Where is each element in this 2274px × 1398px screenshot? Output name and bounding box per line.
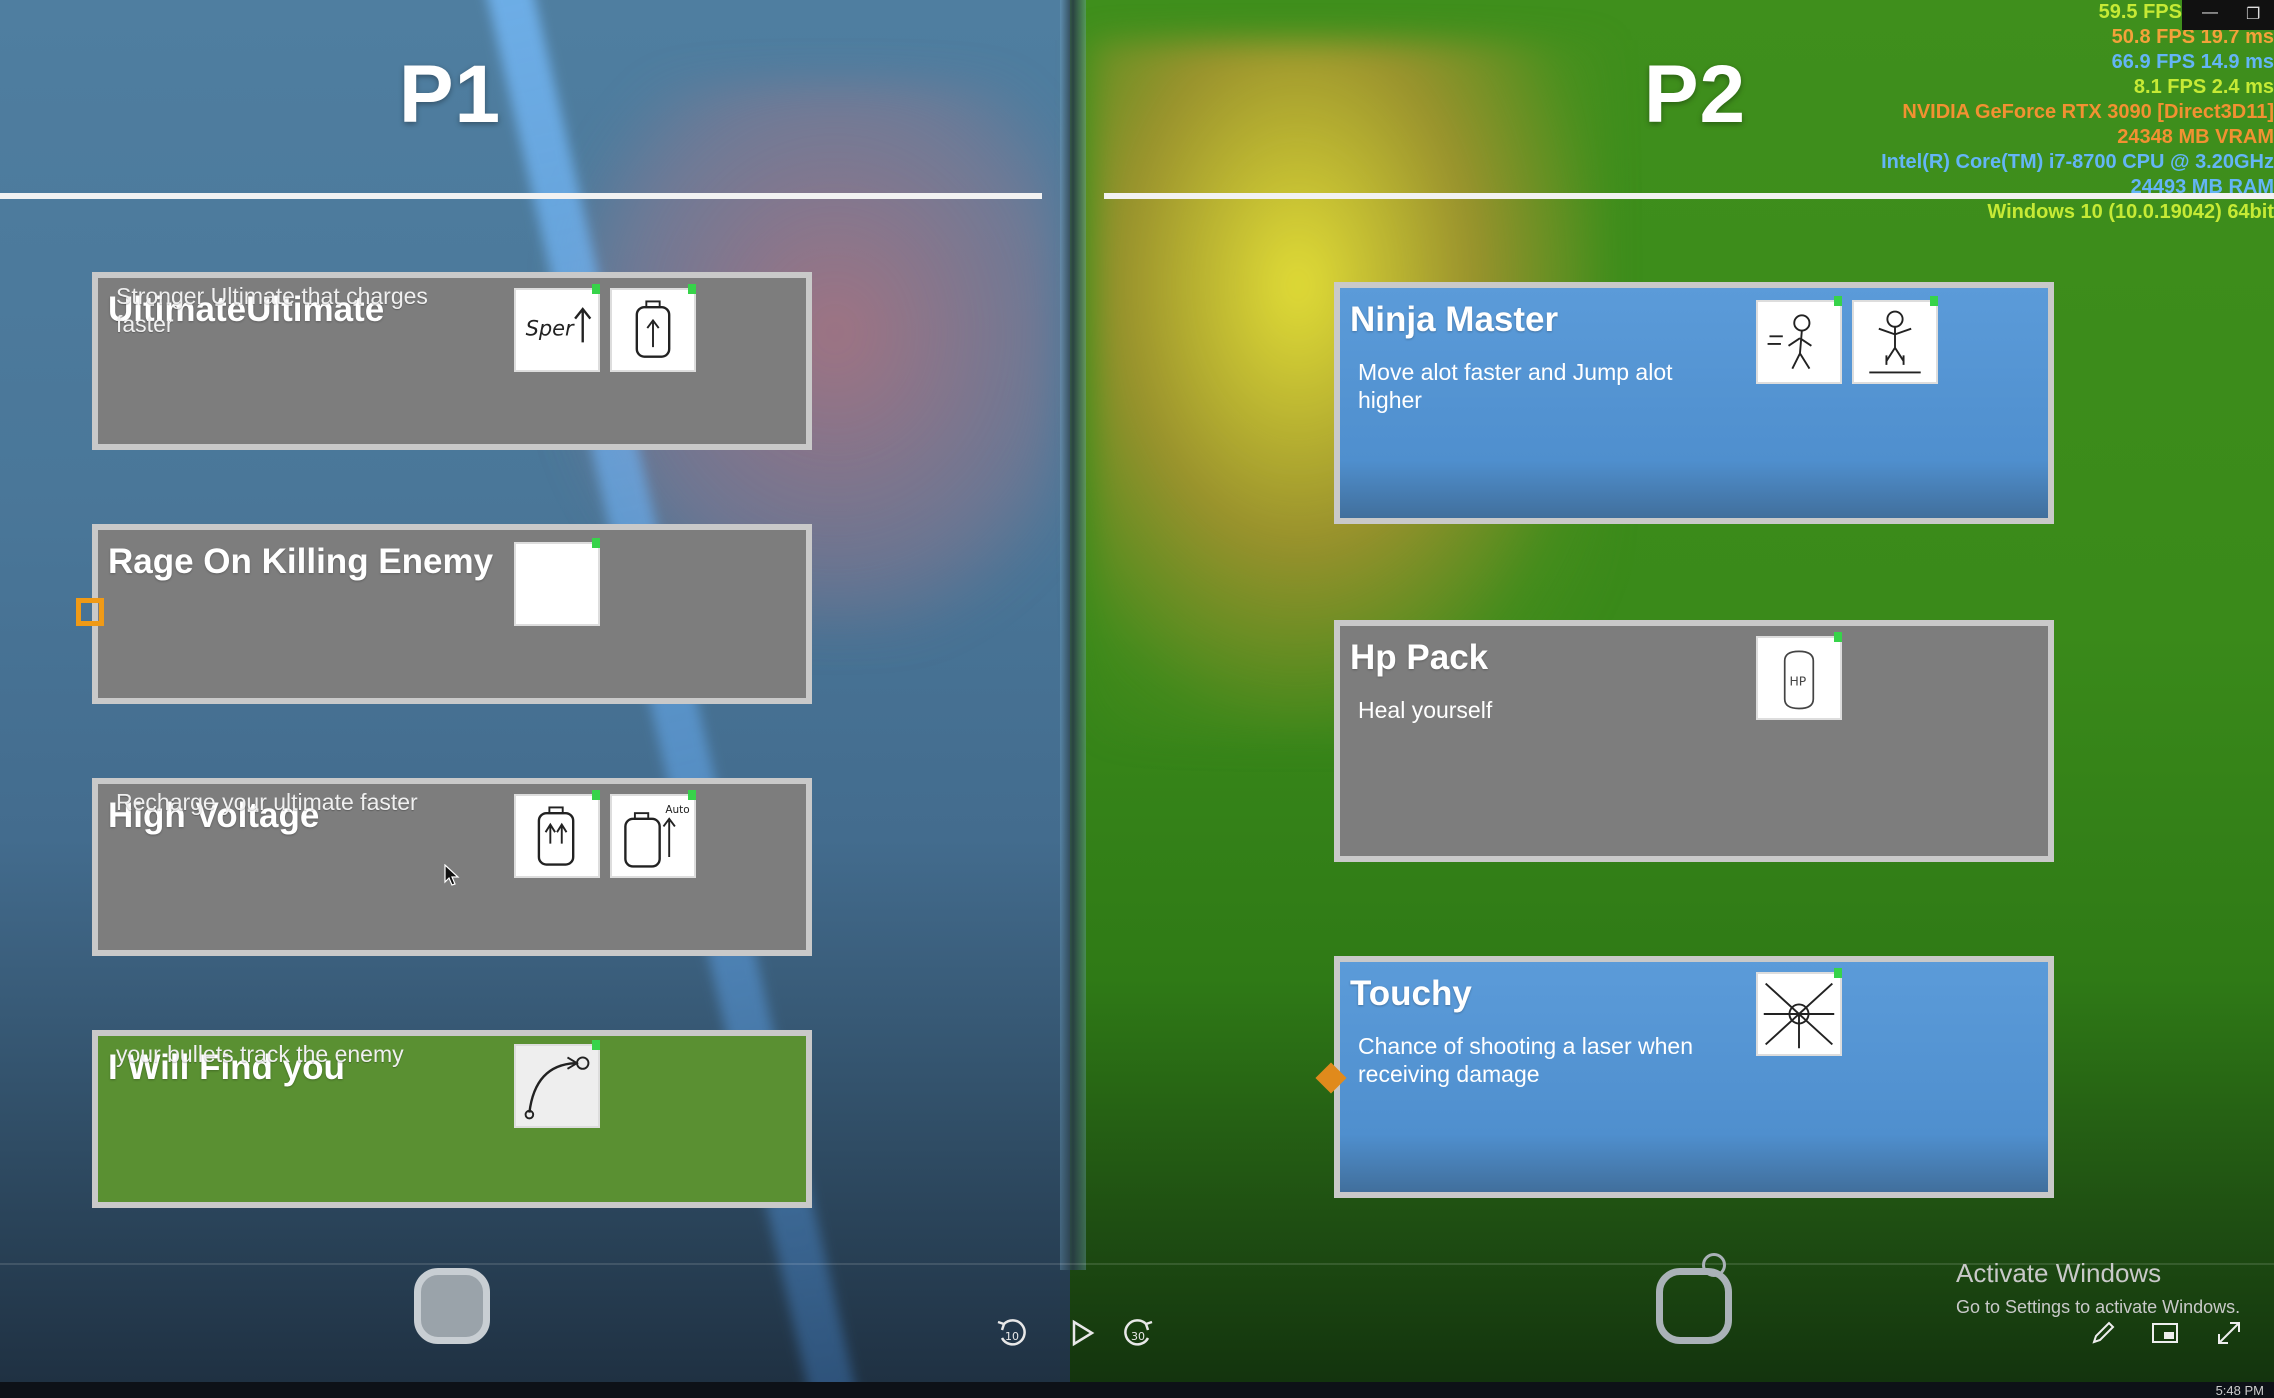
perf-line: Intel(R) Core(TM) i7-8700 CPU @ 3.20GHz <box>1881 151 2274 173</box>
p2-ready-button[interactable] <box>1656 1268 1732 1344</box>
battery-auto-icon: Auto <box>610 790 696 878</box>
card-description: Stronger Ultimate that charges faster <box>116 283 428 337</box>
jumping-ninja-icon <box>1852 296 1938 384</box>
battery-charge-icon <box>514 790 600 878</box>
card-description: Chance of shooting a laser when receivin… <box>1358 1033 1693 1087</box>
restore-icon[interactable]: ❐ <box>2246 6 2261 23</box>
perf-line: 24493 MB RAM <box>2130 176 2274 198</box>
pencil-icon <box>2092 1321 2115 1344</box>
activate-subtitle: Go to Settings to activate Windows. <box>1956 1297 2241 1317</box>
card-title: Rage On Killing Enemy <box>108 542 494 581</box>
forward-seconds: 30 <box>1131 1330 1145 1343</box>
edit-button[interactable] <box>2088 1318 2118 1355</box>
p2-title-rule <box>1104 193 2274 199</box>
pip-icon <box>2152 1323 2178 1343</box>
p1-title: P1 <box>398 49 502 140</box>
forward-icon: 30 <box>1124 1319 1153 1346</box>
p1-ready-button[interactable] <box>414 1268 490 1344</box>
selection-cursor <box>76 598 104 626</box>
speed-sketch-icon: Sper <box>514 284 600 372</box>
svg-text:Sper: Sper <box>526 317 575 341</box>
expand-icon <box>2218 1322 2240 1344</box>
perf-line: 50.8 FPS 19.7 ms <box>2111 26 2274 48</box>
forward-button[interactable]: 30 <box>1120 1316 1156 1360</box>
mouse-pointer-icon <box>444 863 460 893</box>
perf-line: NVIDIA GeForce RTX 3090 [Direct3D11] <box>1902 101 2274 123</box>
card-title: UltimateUltimate <box>108 290 385 329</box>
p2-title: P2 <box>1643 49 1747 140</box>
card-description: your bullets track the enemy <box>116 1041 404 1067</box>
window-controls: — ❐ <box>2182 0 2274 30</box>
laser-burst-icon <box>1756 968 1842 1056</box>
taskbar-clock: 5:48 PM <box>2215 1383 2264 1398</box>
battery-sketch-icon <box>610 284 696 372</box>
p2-card-hp-pack[interactable]: Hp Pack Heal yourself HP <box>1334 620 2054 862</box>
homing-bullet-icon <box>514 1040 600 1128</box>
card-title: I Will Find you <box>108 1048 345 1087</box>
play-button[interactable] <box>1064 1316 1098 1358</box>
card-title: Hp Pack <box>1350 638 1489 677</box>
p2-card-ninja-master[interactable]: Ninja Master Move alot faster and Jump a… <box>1334 282 2054 524</box>
card-description: Recharge your ultimate faster <box>116 789 418 815</box>
card-title: Touchy <box>1350 974 1472 1013</box>
fullscreen-button[interactable] <box>2214 1318 2244 1355</box>
card-description: Move alot faster and Jump alot higher <box>1358 359 1673 413</box>
activate-windows-watermark: Activate Windows Go to Settings to activ… <box>1956 1258 2240 1318</box>
svg-text:Auto: Auto <box>665 804 689 816</box>
p2-indicator-dot <box>1702 1253 1726 1277</box>
picture-in-picture-button[interactable] <box>2150 1318 2180 1355</box>
p1-card-high-voltage[interactable]: High Voltage Recharge your ultimate fast… <box>92 778 812 956</box>
card-title: Ninja Master <box>1350 300 1559 339</box>
performance-overlay: 59.5 FPS 50.8 FPS 19.7 ms 66.9 FPS 14.9 … <box>1881 0 2274 225</box>
blank-ability-icon <box>514 538 600 626</box>
bottom-bar-divider <box>0 1263 2274 1265</box>
running-ninja-icon <box>1756 296 1842 384</box>
windows-taskbar: 5:48 PM <box>0 1382 2274 1398</box>
split-divider <box>1060 0 1086 1270</box>
hp-pack-icon: HP <box>1756 632 1842 720</box>
p1-card-ultimateultimate[interactable]: UltimateUltimate Stronger Ultimate that … <box>92 272 812 450</box>
perf-line: 8.1 FPS 2.4 ms <box>2133 76 2274 98</box>
card-title: High Voltage <box>108 796 320 835</box>
svg-text:HP: HP <box>1789 675 1806 689</box>
card-description: Heal yourself <box>1358 697 1493 723</box>
rewind-button[interactable]: 10 <box>994 1316 1030 1360</box>
perf-line: 24348 MB VRAM <box>2117 126 2274 148</box>
p2-card-touchy[interactable]: Touchy Chance of shooting a laser when r… <box>1334 956 2054 1198</box>
p1-card-i-will-find-you[interactable]: I Will Find you your bullets track the e… <box>92 1030 812 1208</box>
minimize-icon[interactable]: — <box>2202 4 2218 21</box>
perf-line: 66.9 FPS 14.9 ms <box>2111 51 2274 73</box>
activate-title: Activate Windows <box>1956 1258 2162 1288</box>
p1-card-rage-on-killing-enemy[interactable]: Rage On Killing Enemy <box>92 524 812 704</box>
perf-line: 59.5 FPS <box>2098 1 2182 23</box>
rewind-icon: 10 <box>997 1319 1026 1346</box>
perf-line: Windows 10 (10.0.19042) 64bit <box>1987 201 2274 223</box>
play-icon <box>1072 1319 1095 1347</box>
rewind-seconds: 10 <box>1005 1330 1019 1343</box>
p1-title-rule <box>0 193 1042 199</box>
